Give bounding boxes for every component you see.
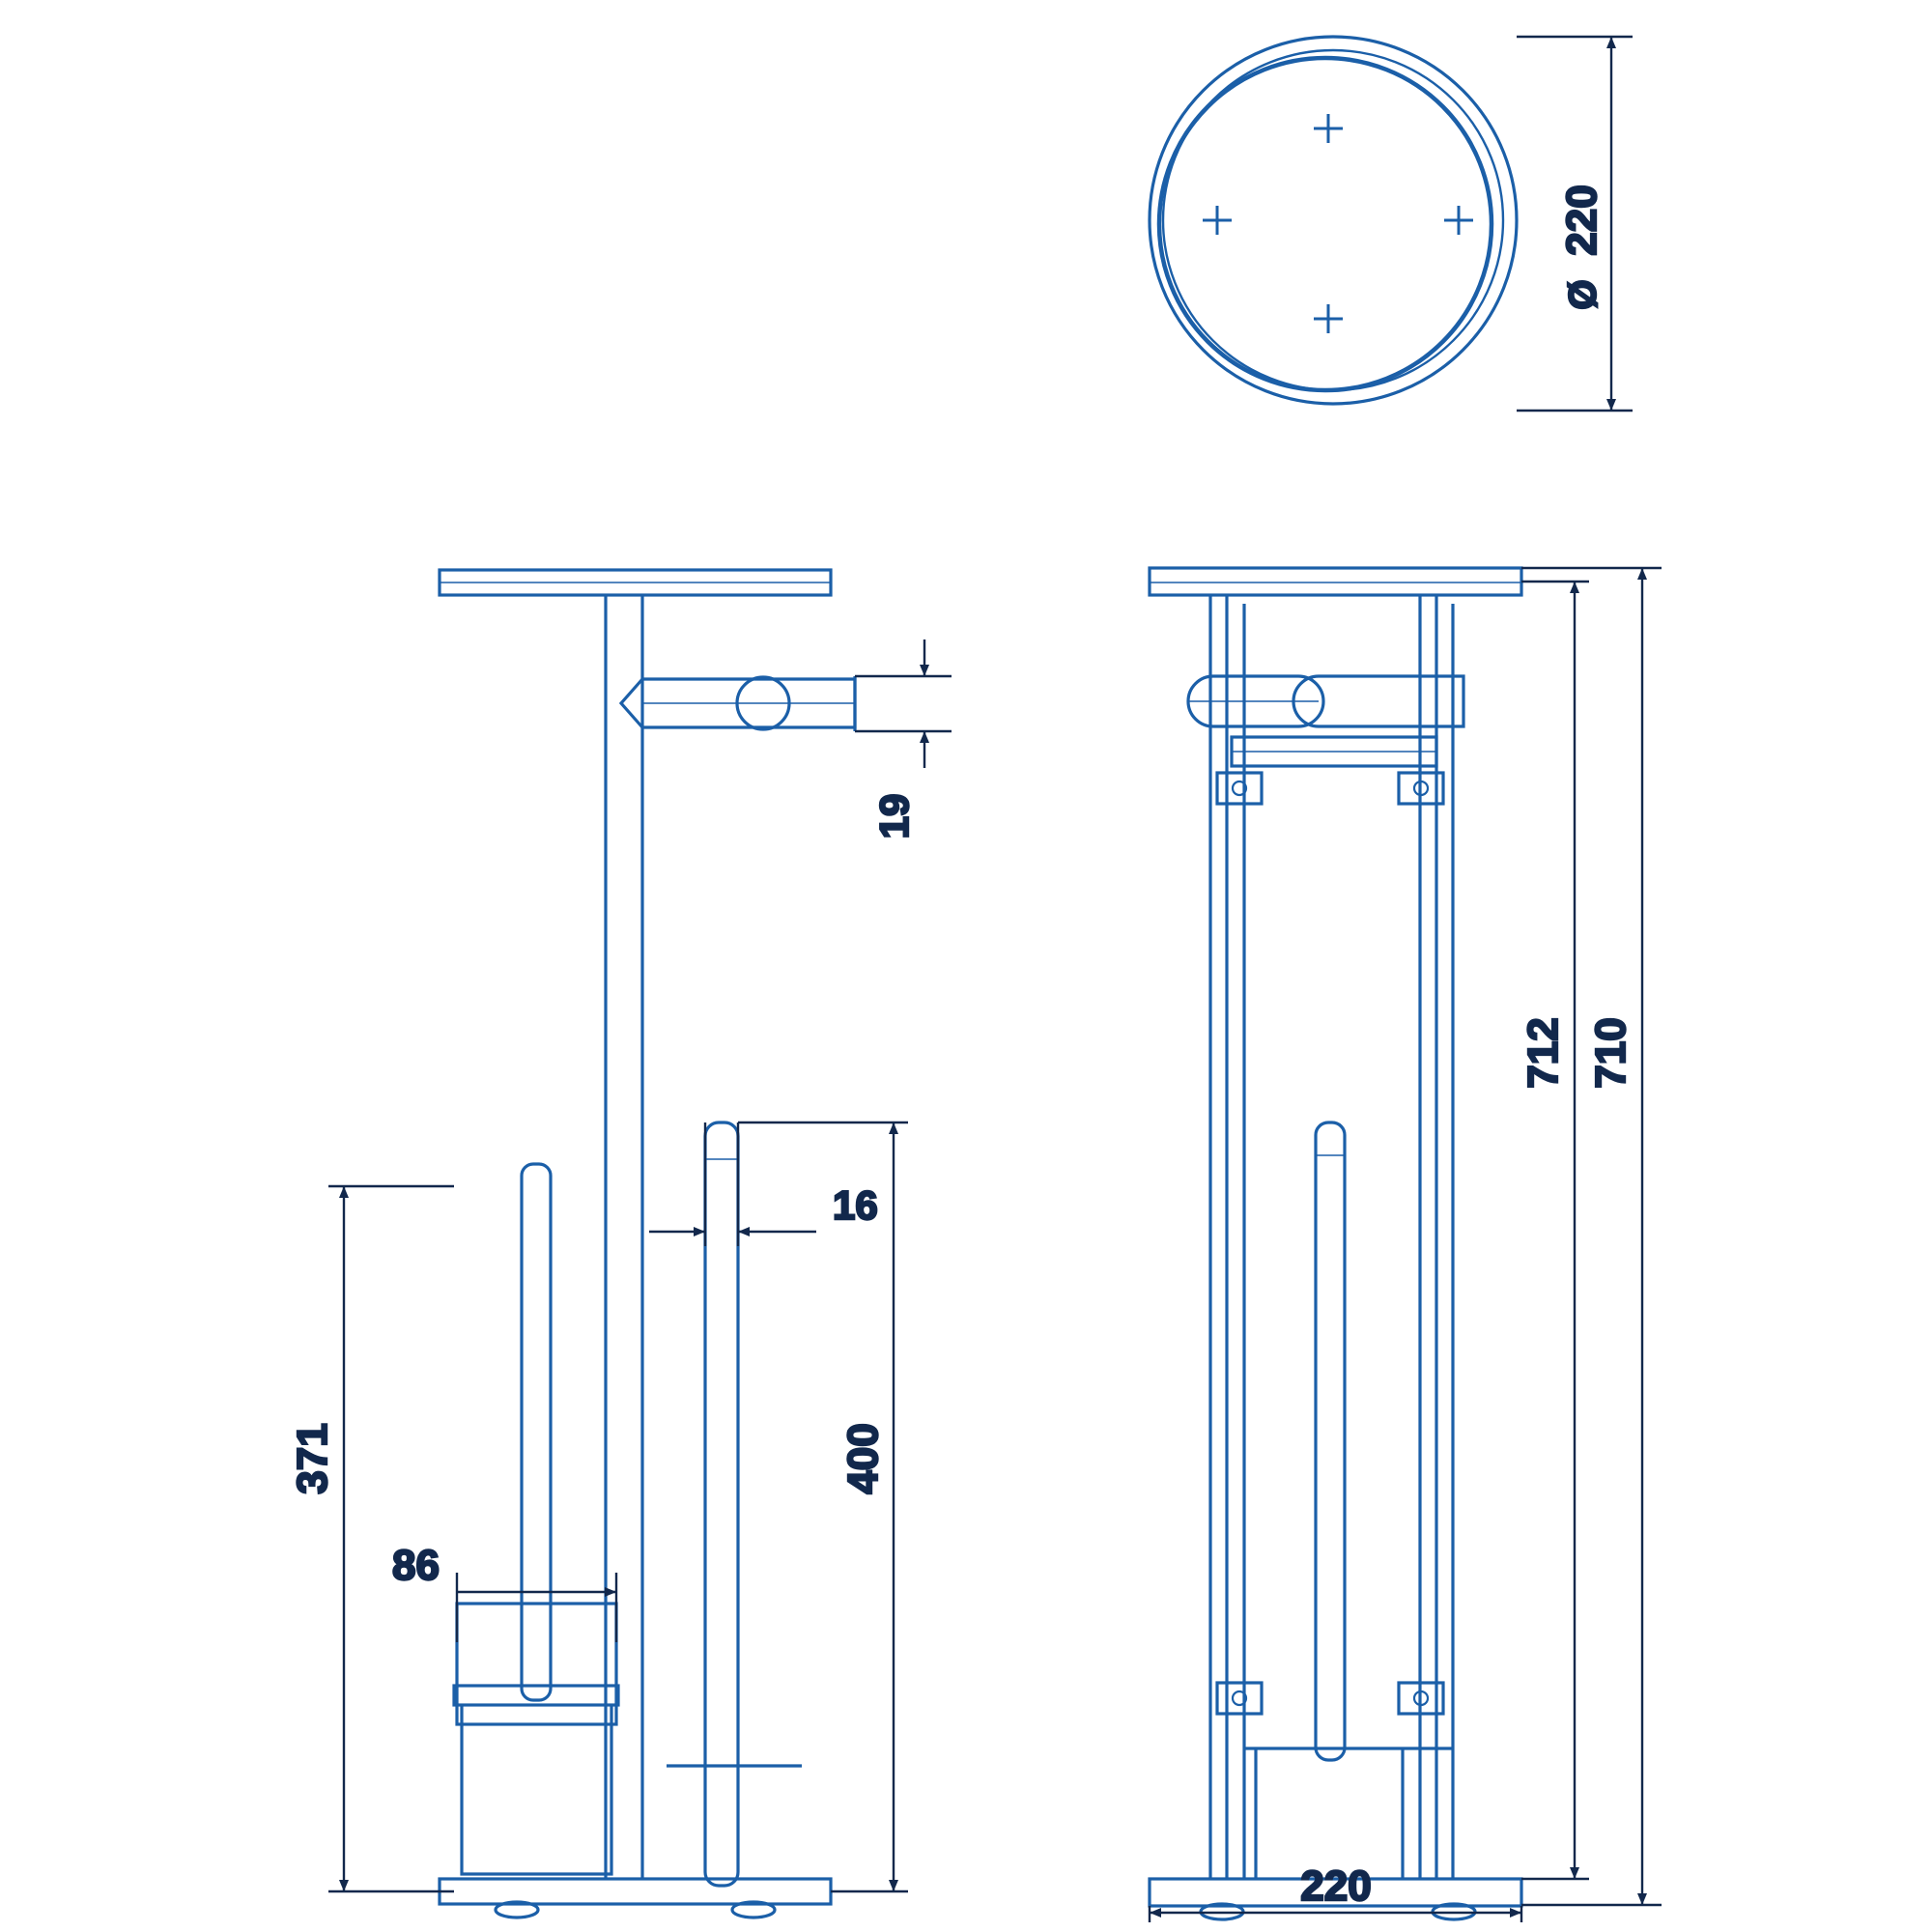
diameter-symbol: Ø — [1562, 279, 1605, 309]
dim-400: 400 — [738, 1121, 908, 1893]
front-paper-arm — [618, 675, 857, 731]
top-view — [1148, 35, 1519, 406]
front-brush-holder — [452, 1602, 620, 1876]
side-lower-shelf — [1244, 1747, 1453, 1879]
dim-712: 712 — [1519, 580, 1589, 1881]
side-top-plate — [1148, 566, 1523, 597]
front-top-plate — [438, 568, 833, 597]
top-plate-circle — [1156, 55, 1494, 393]
dim-label-19: 19 — [871, 794, 917, 839]
side-upper-brackets — [1215, 771, 1445, 806]
dim-16: 16 — [649, 1122, 879, 1246]
side-paper-arm — [1186, 674, 1465, 728]
dim-label-400: 400 — [839, 1423, 887, 1493]
dim-710: 710 — [1521, 566, 1662, 1907]
dim-371: 371 — [288, 1184, 454, 1893]
dim-label-86: 86 — [392, 1542, 440, 1589]
side-left-posts — [1208, 595, 1246, 1879]
side-view — [1148, 566, 1523, 1921]
dim-label-220-width: 220 — [1300, 1862, 1371, 1910]
front-brush-handle — [520, 1162, 553, 1702]
dim-label-371: 371 — [289, 1423, 336, 1493]
front-right-rod — [703, 1121, 740, 1888]
top-center-marks — [1203, 114, 1473, 333]
front-base-plate — [438, 1877, 833, 1919]
dim-86: 86 — [391, 1541, 618, 1642]
dim-label-712: 712 — [1520, 1017, 1567, 1088]
dim-label-220-diameter: 220 — [1558, 185, 1605, 255]
dim-220-width: 220 — [1148, 1861, 1523, 1922]
dim-label-16: 16 — [833, 1182, 878, 1228]
dim-19: 19 — [855, 639, 952, 840]
side-brush-handle — [1314, 1121, 1347, 1762]
front-main-post — [604, 595, 644, 1879]
dim-diameter-220: 220 Ø — [1517, 35, 1633, 412]
side-lower-brackets — [1215, 1681, 1445, 1716]
side-upper-crossbar — [1230, 735, 1438, 768]
side-right-posts — [1418, 595, 1455, 1879]
dim-label-710: 710 — [1587, 1017, 1634, 1088]
top-outer-circle — [1148, 35, 1519, 406]
front-view — [438, 568, 857, 1919]
